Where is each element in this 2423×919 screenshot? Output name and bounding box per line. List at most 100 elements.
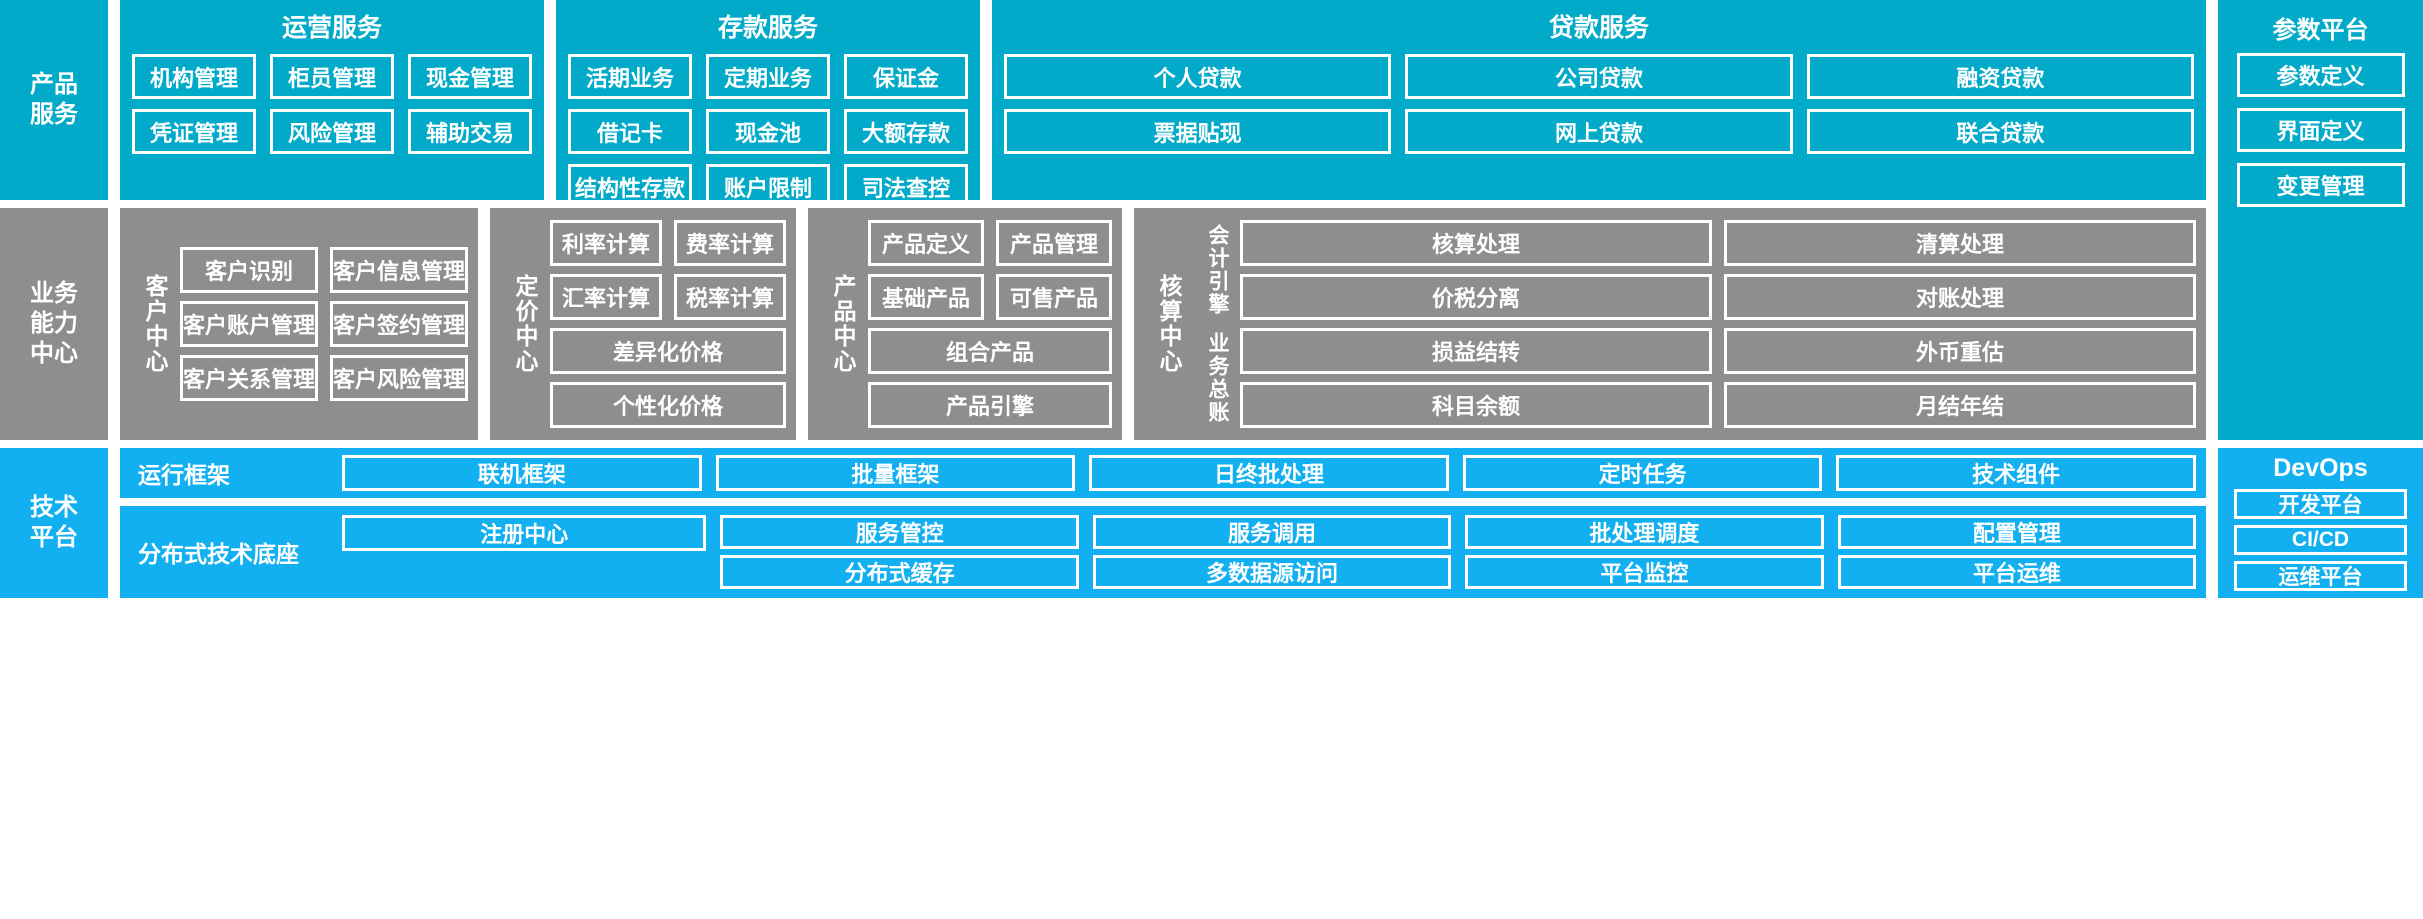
service-chip[interactable]: 辅助交易 (408, 109, 532, 154)
service-chip[interactable]: 个人贷款 (1004, 54, 1392, 99)
technical-chip-registry[interactable]: 注册中心 (342, 515, 707, 551)
technical-chip[interactable]: 服务调用 (1092, 515, 1452, 549)
devops-item[interactable]: 运维平台 (2234, 561, 2407, 591)
parameter-platform-title: 参数平台 (2272, 17, 2369, 44)
technical-chip[interactable]: 联机框架 (342, 455, 702, 491)
capability-center-pricing: 定价中心 利率计算 费率计算 汇率计算 税率计算 差异化价格 个性化价格 (490, 208, 797, 440)
capability-chip[interactable]: 客户信息管理 (330, 247, 469, 293)
service-chip[interactable]: 活期业务 (568, 54, 692, 99)
technical-chip-pair: 配置管理 平台运维 (1837, 515, 2197, 589)
capability-chip[interactable]: 汇率计算 (550, 274, 663, 320)
service-chip[interactable]: 网上贷款 (1405, 109, 1793, 154)
band-label-product-services: 产品 服务 (0, 0, 108, 200)
capability-chip[interactable]: 核算处理 (1240, 220, 1713, 266)
technical-chip[interactable]: 平台监控 (1465, 555, 1824, 589)
devops-item[interactable]: CI/CD (2234, 525, 2407, 555)
technical-chip-pair: 批处理调度 平台监控 (1465, 515, 1824, 589)
capability-chip[interactable]: 客户风险管理 (330, 355, 469, 401)
technical-strip-base: 分布式技术底座 注册中心 服务管控 分布式缓存 服务调用 多数据源访问 批处理调… (120, 506, 2206, 598)
capability-chip[interactable]: 客户签约管理 (330, 301, 469, 347)
capability-chip[interactable]: 税率计算 (674, 274, 787, 320)
capability-chip[interactable]: 客户关系管理 (180, 355, 319, 401)
service-chip[interactable]: 定期业务 (706, 54, 830, 99)
technical-strip-label: 分布式技术底座 (138, 541, 299, 567)
capability-chip[interactable]: 基础产品 (868, 274, 985, 320)
capability-chip-row: 组合产品 (868, 328, 1113, 374)
service-chip[interactable]: 票据贴现 (1004, 109, 1392, 154)
capability-chip-row: 汇率计算 税率计算 (550, 274, 787, 320)
service-chip[interactable]: 柜员管理 (270, 54, 394, 99)
capability-chip[interactable]: 产品管理 (996, 220, 1113, 266)
service-chip[interactable]: 凭证管理 (132, 109, 256, 154)
technical-chip[interactable]: 服务管控 (720, 515, 1079, 549)
service-chip-row: 凭证管理 风险管理 辅助交易 (132, 109, 532, 154)
capability-chip-grid: 利率计算 费率计算 汇率计算 税率计算 差异化价格 个性化价格 (550, 220, 787, 428)
capability-chip[interactable]: 科目余额 (1240, 382, 1713, 428)
technical-chip[interactable]: 批处理调度 (1465, 515, 1824, 549)
technical-chip-row: 联机框架 批量框架 日终批处理 定时任务 技术组件 (342, 455, 2196, 491)
capability-chip-row: 基础产品 可售产品 (868, 274, 1113, 320)
technical-chip-row: 注册中心 服务管控 分布式缓存 服务调用 多数据源访问 批处理调度 平台监控 (342, 515, 2197, 589)
service-chip[interactable]: 大额存款 (844, 109, 968, 154)
capability-chip[interactable]: 对账处理 (1724, 274, 2196, 320)
service-chip-row: 机构管理 柜员管理 现金管理 (132, 54, 532, 99)
service-chip-row: 结构性存款 账户限制 司法查控 (568, 164, 968, 209)
capability-chip-row: 差异化价格 (550, 328, 787, 374)
service-chip[interactable]: 风险管理 (270, 109, 394, 154)
service-chip[interactable]: 账户限制 (706, 164, 830, 209)
technical-chip[interactable]: 技术组件 (1836, 455, 2196, 491)
service-chip[interactable]: 联合贷款 (1806, 109, 2194, 154)
service-chip-row: 借记卡 现金池 大额存款 (568, 109, 968, 154)
capability-chip-row: 产品引擎 (868, 382, 1113, 428)
capability-chip[interactable]: 利率计算 (550, 220, 663, 266)
capability-chip[interactable]: 可售产品 (996, 274, 1113, 320)
capability-chip[interactable]: 价税分离 (1240, 274, 1713, 320)
service-chip[interactable]: 现金池 (706, 109, 830, 154)
capability-chip[interactable]: 清算处理 (1724, 220, 2196, 266)
service-group-deposit: 存款服务 活期业务 定期业务 保证金 借记卡 现金池 大额存款 结构性存款 账户… (556, 0, 980, 209)
capability-chip[interactable]: 个性化价格 (550, 382, 787, 428)
band-label-technical-platform: 技术 平台 (0, 448, 108, 598)
service-chip[interactable]: 现金管理 (408, 54, 532, 99)
capability-chip[interactable]: 产品定义 (868, 220, 985, 266)
service-chip[interactable]: 结构性存款 (568, 164, 692, 209)
capability-chip-row: 科目余额 月结年结 (1240, 382, 2196, 428)
service-chip[interactable]: 机构管理 (132, 54, 256, 99)
capability-chip[interactable]: 月结年结 (1724, 382, 2196, 428)
devops-rail: DevOps 开发平台 CI/CD 运维平台 (2218, 448, 2423, 598)
capability-chip[interactable]: 外币重估 (1724, 328, 2196, 374)
technical-chip[interactable]: 分布式缓存 (720, 555, 1079, 589)
service-chip[interactable]: 公司贷款 (1405, 54, 1793, 99)
capability-chip[interactable]: 组合产品 (868, 328, 1113, 374)
technical-chip[interactable]: 日终批处理 (1089, 455, 1449, 491)
capability-chip[interactable]: 损益结转 (1240, 328, 1713, 374)
technical-strip-runtime: 运行框架 联机框架 批量框架 日终批处理 定时任务 技术组件 (120, 448, 2206, 498)
service-chip-grid: 机构管理 柜员管理 现金管理 凭证管理 风险管理 辅助交易 (132, 54, 532, 154)
technical-chip[interactable]: 配置管理 (1837, 515, 2197, 549)
technical-strips: 运行框架 联机框架 批量框架 日终批处理 定时任务 技术组件 分布式技术底座 注… (120, 448, 2206, 598)
band-label-business-capability: 业务 能力 中心 (0, 208, 108, 440)
parameter-platform-rail-continuation (2218, 208, 2423, 440)
technical-chip[interactable]: 多数据源访问 (1092, 555, 1452, 589)
capability-chip[interactable]: 客户识别 (180, 247, 319, 293)
capability-chip[interactable]: 产品引擎 (868, 382, 1113, 428)
accounting-subtitle: 会计引擎 (1206, 224, 1230, 316)
capability-chip-row: 价税分离 对账处理 (1240, 274, 2196, 320)
service-chip[interactable]: 保证金 (844, 54, 968, 99)
technical-chip[interactable]: 批量框架 (715, 455, 1076, 491)
service-chip[interactable]: 借记卡 (568, 109, 692, 154)
service-chip[interactable]: 融资贷款 (1806, 54, 2194, 99)
service-chip-row: 活期业务 定期业务 保证金 (568, 54, 968, 99)
capability-chip[interactable]: 客户账户管理 (180, 301, 319, 347)
parameter-item[interactable]: 界面定义 (2236, 108, 2405, 152)
capability-chip[interactable]: 费率计算 (674, 220, 787, 266)
technical-chip[interactable]: 定时任务 (1462, 455, 1823, 491)
parameter-item[interactable]: 参数定义 (2236, 53, 2405, 97)
technical-chip[interactable]: 平台运维 (1837, 555, 2197, 589)
parameter-item[interactable]: 变更管理 (2236, 163, 2405, 207)
service-chip[interactable]: 司法查控 (844, 164, 968, 209)
capability-chip[interactable]: 差异化价格 (550, 328, 787, 374)
service-group-operation: 运营服务 机构管理 柜员管理 现金管理 凭证管理 风险管理 辅助交易 (120, 0, 544, 200)
devops-item[interactable]: 开发平台 (2234, 489, 2407, 519)
